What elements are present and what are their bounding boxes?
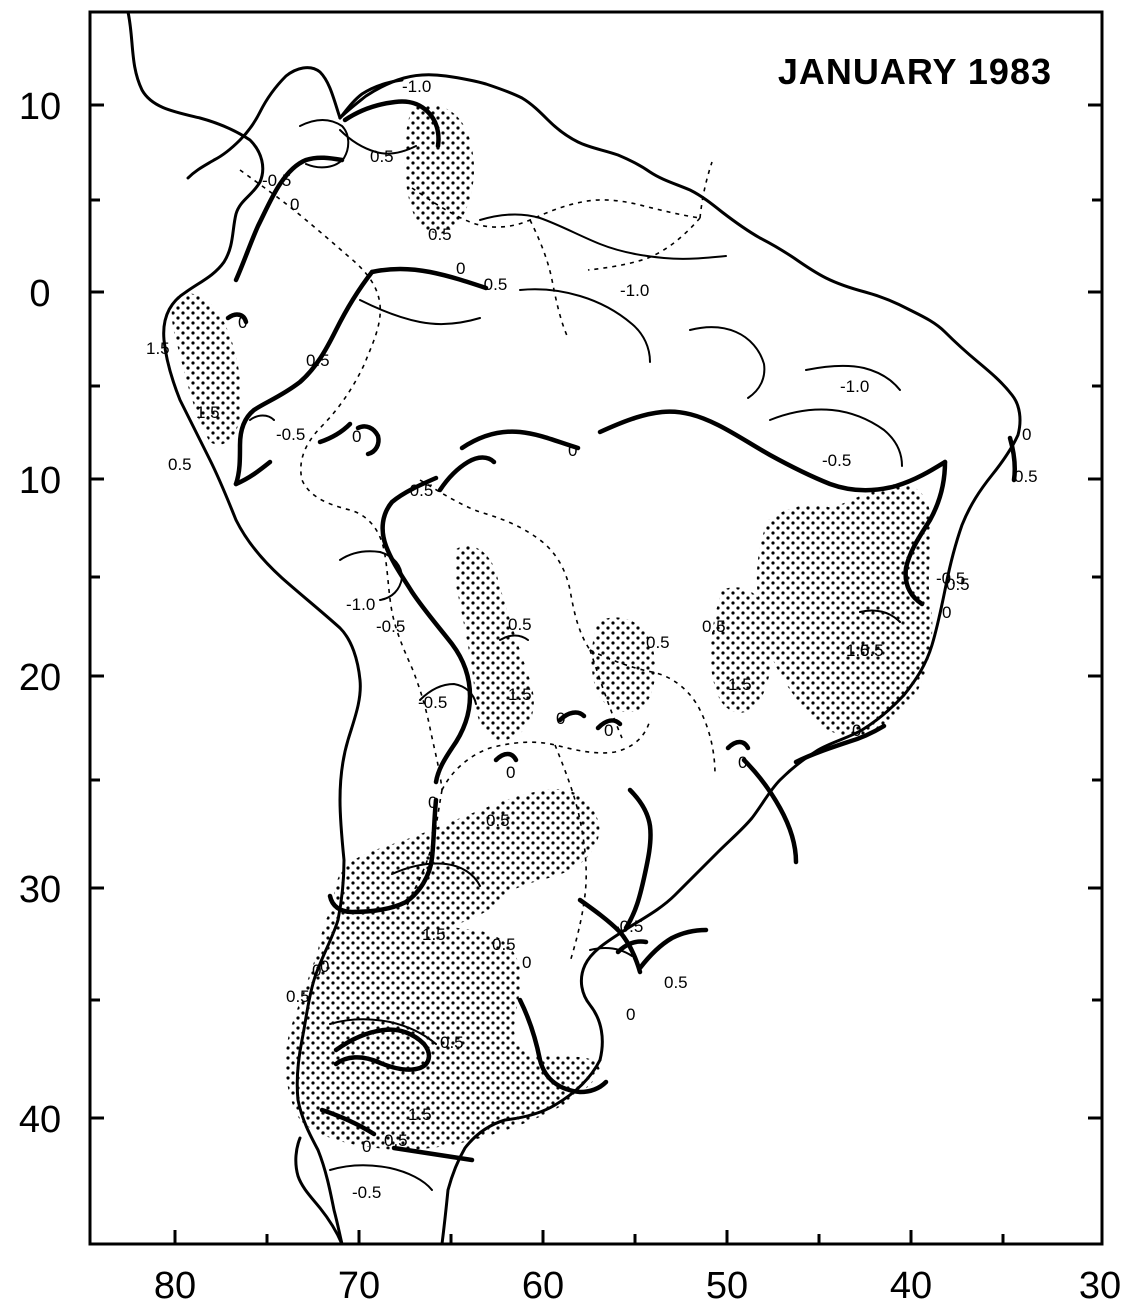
y-tick-label: 40 <box>19 1099 61 1141</box>
contour-label: -1.0 <box>840 377 869 396</box>
map-frame <box>88 10 1104 1246</box>
lake-maracaibo <box>338 78 404 120</box>
y-tick-label: 20 <box>19 657 61 699</box>
contour-label: 0.5 <box>492 935 516 954</box>
map-title: JANUARY 1983 <box>778 51 1052 92</box>
coastline-east <box>338 73 1022 1062</box>
contour-label: 1.5 <box>508 685 532 704</box>
contour-label: -0.5 <box>262 171 291 190</box>
anomaly-isolines <box>249 119 903 1191</box>
contour-label: 1.5 <box>146 339 170 358</box>
contour-label: 0.5 <box>168 455 192 474</box>
contour-label: 1.5 <box>728 675 752 694</box>
contour-label: 0 <box>522 953 531 972</box>
stipple-minas <box>710 587 773 713</box>
contour-label: 0 <box>942 603 951 622</box>
stipple-brazil-east <box>756 483 933 736</box>
contour-label: 0.5 <box>702 617 726 636</box>
stipple-argentina-central <box>285 905 600 1150</box>
contour-label: 0.5 <box>306 351 330 370</box>
contour-label: -0.5 <box>404 481 433 500</box>
coastline-chile-fjords <box>294 1136 344 1246</box>
coastline-north <box>186 66 342 180</box>
contour-labels: -1.0 0.5 -0.5 0 0.5 0 -0.5 -1.0 0 0.5 1.… <box>146 77 1038 1202</box>
stippled-regions <box>171 104 933 1150</box>
x-tick-label: 50 <box>706 1265 748 1307</box>
y-tick-label: 0 <box>29 273 50 315</box>
stipple-venezuela <box>404 104 475 234</box>
stipple-bolivia <box>455 545 534 741</box>
contour-label: 0 <box>556 709 565 728</box>
contour-label: 0 <box>312 961 321 980</box>
contour-label: 0 <box>352 427 361 446</box>
contour-label: 0 <box>604 721 613 740</box>
x-tick-label: 80 <box>154 1265 196 1307</box>
contour-label: 0 <box>320 957 329 976</box>
coastline <box>126 10 362 1246</box>
coastline-patagonia-east <box>440 1058 602 1246</box>
contour-label: -1.0 <box>346 595 375 614</box>
contour-label: 0 <box>290 195 299 214</box>
contour-label: 0 <box>428 793 437 812</box>
contour-label: 0.5 <box>286 987 310 1006</box>
contour-label: 1.5 <box>196 403 220 422</box>
y-tick-label: 30 <box>19 869 61 911</box>
contour-label: 0 <box>1022 425 1031 444</box>
contour-label: 1.5 <box>422 925 446 944</box>
contour-label: -0.5 <box>276 425 305 444</box>
axis-ticks <box>90 103 1102 1244</box>
x-tick-label: 70 <box>338 1265 380 1307</box>
y-tick-label: 10 <box>19 86 61 128</box>
contour-label: -0.5 <box>478 275 507 294</box>
contour-label: 0.5 <box>486 811 510 830</box>
contour-label: 0.5 <box>664 973 688 992</box>
contour-label: -0.5 <box>352 1183 381 1202</box>
stipple-ecuador <box>171 293 242 445</box>
stipple-argentina-north <box>334 789 600 927</box>
contour-label: -0.5 <box>936 569 965 588</box>
political-borders <box>239 161 716 963</box>
contour-label: -1.0 <box>402 77 431 96</box>
contour-label: -0.5 <box>376 617 405 636</box>
contour-label: 0.5 <box>428 225 452 244</box>
contour-label: 0.5 <box>384 1131 408 1150</box>
contour-label: 0 <box>456 259 465 278</box>
contour-label: 0.5 <box>1014 467 1038 486</box>
contour-label: 0.5 <box>370 147 394 166</box>
contour-label: 0 <box>852 721 861 740</box>
x-tick-label: 60 <box>522 1265 564 1307</box>
y-tick-label: 10 <box>19 460 61 502</box>
contour-label: -1.0 <box>620 281 649 300</box>
contour-label: 0.5 <box>646 633 670 652</box>
zero-contours <box>225 99 1018 1163</box>
contour-label: 0.5 <box>860 641 884 660</box>
contour-label: 0 <box>738 753 747 772</box>
contour-label: 0.5 <box>440 1033 464 1052</box>
x-tick-label: 40 <box>890 1265 932 1307</box>
contour-label: -0.5 <box>418 693 447 712</box>
contour-label: -0.5 <box>822 451 851 470</box>
contour-label: 1.5 <box>408 1105 432 1124</box>
contour-label: 0 <box>238 313 247 332</box>
contour-label: 0 <box>568 441 577 460</box>
contour-label: 0 <box>362 1137 371 1156</box>
contour-label: 0.5 <box>946 575 970 594</box>
contour-label: 0 <box>506 763 515 782</box>
x-tick-label: 30 <box>1079 1265 1121 1307</box>
contour-label: 1.5 <box>846 641 870 660</box>
contour-label: 0 <box>626 1005 635 1024</box>
contour-label: -0.5 <box>614 917 643 936</box>
contour-label: 0.5 <box>508 615 532 634</box>
